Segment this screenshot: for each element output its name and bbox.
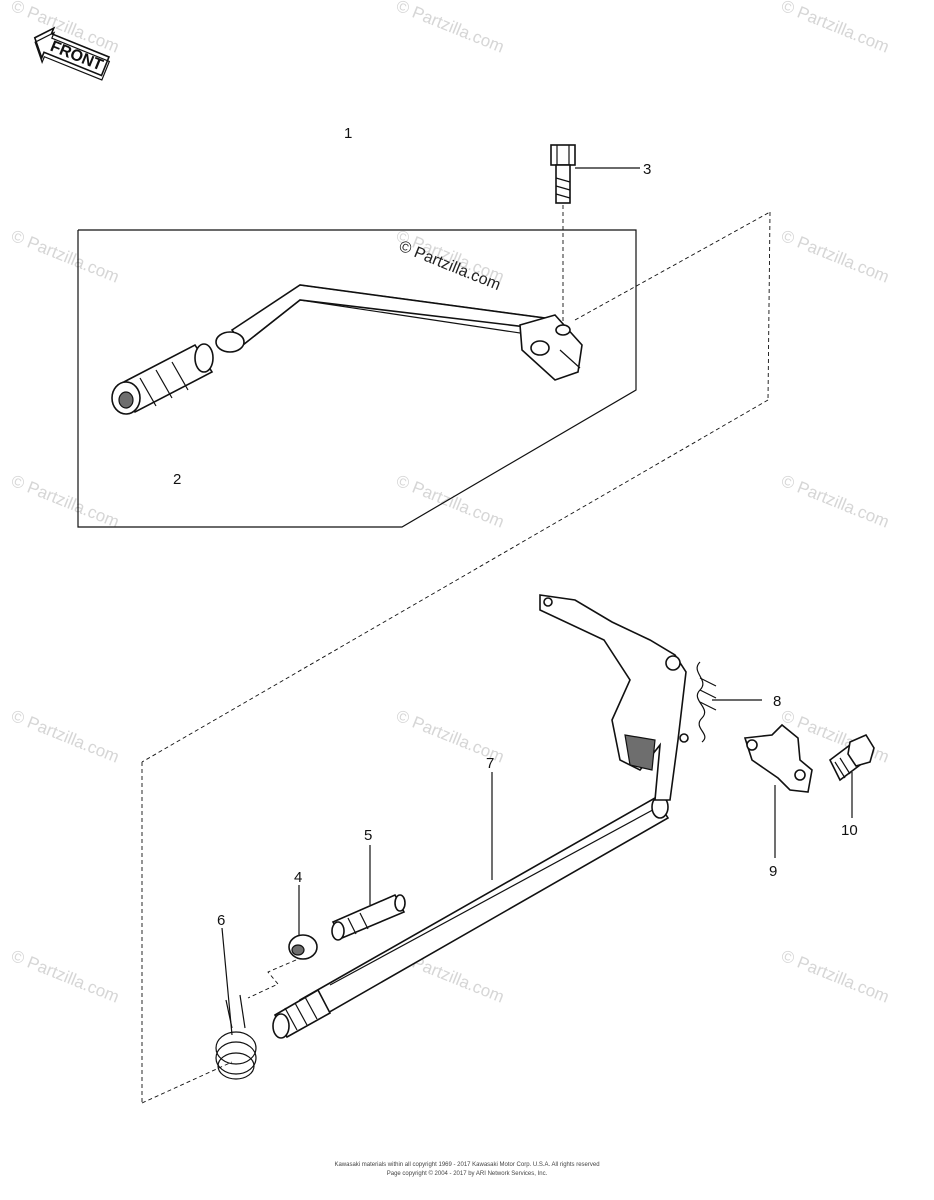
watermark: © Partzilla.com (394, 0, 507, 57)
spring-part-8 (696, 661, 717, 743)
callout-9: 9 (769, 863, 777, 880)
shift-shaft-part-7 (272, 594, 689, 1039)
watermark-layer: © Partzilla.com © Partzilla.com © Partzill… (9, 0, 892, 1007)
footer-line-1: Kawasaki materials within all copyright … (334, 1162, 599, 1168)
watermark: © Partzilla.com (9, 471, 122, 532)
watermark: © Partzilla.com (9, 946, 122, 1007)
watermark: © Partzilla.com (779, 471, 892, 532)
callout-3: 3 (643, 161, 651, 178)
leader-lines (221, 167, 853, 1036)
guide-line-bottom (141, 1061, 233, 1104)
watermark: © Partzilla.com (9, 706, 122, 767)
pin-part-5 (331, 893, 406, 941)
shift-pedal-part-2 (111, 284, 583, 415)
bolt-part-3 (550, 144, 576, 204)
footer-line-2: Page copyright © 2004 - 2017 by ARI Netw… (387, 1170, 548, 1177)
collar-part-4 (288, 934, 318, 960)
callout-1: 1 (344, 125, 352, 142)
callout-5: 5 (364, 827, 372, 844)
return-spring-part-6 (215, 994, 257, 1080)
callout-6: 6 (217, 912, 225, 929)
watermark: © Partzilla.com (9, 226, 122, 287)
assembly-outline (77, 229, 637, 528)
callout-2: 2 (173, 471, 181, 488)
watermark: © Partzilla.com (779, 946, 892, 1007)
callout-7: 7 (486, 755, 494, 772)
plate-part-9 (743, 723, 813, 793)
guide-line-diagonal (141, 399, 769, 763)
guide-line-collar (247, 959, 297, 999)
callout-8: 8 (773, 693, 781, 710)
callout-4: 4 (294, 869, 302, 886)
callout-10: 10 (841, 822, 858, 839)
bolt-part-10 (828, 733, 875, 782)
guide-line-upper (574, 211, 771, 321)
watermark: © Partzilla.com (779, 226, 892, 287)
guide-line-right (767, 211, 771, 401)
watermark: © Partzilla.com (779, 0, 892, 57)
